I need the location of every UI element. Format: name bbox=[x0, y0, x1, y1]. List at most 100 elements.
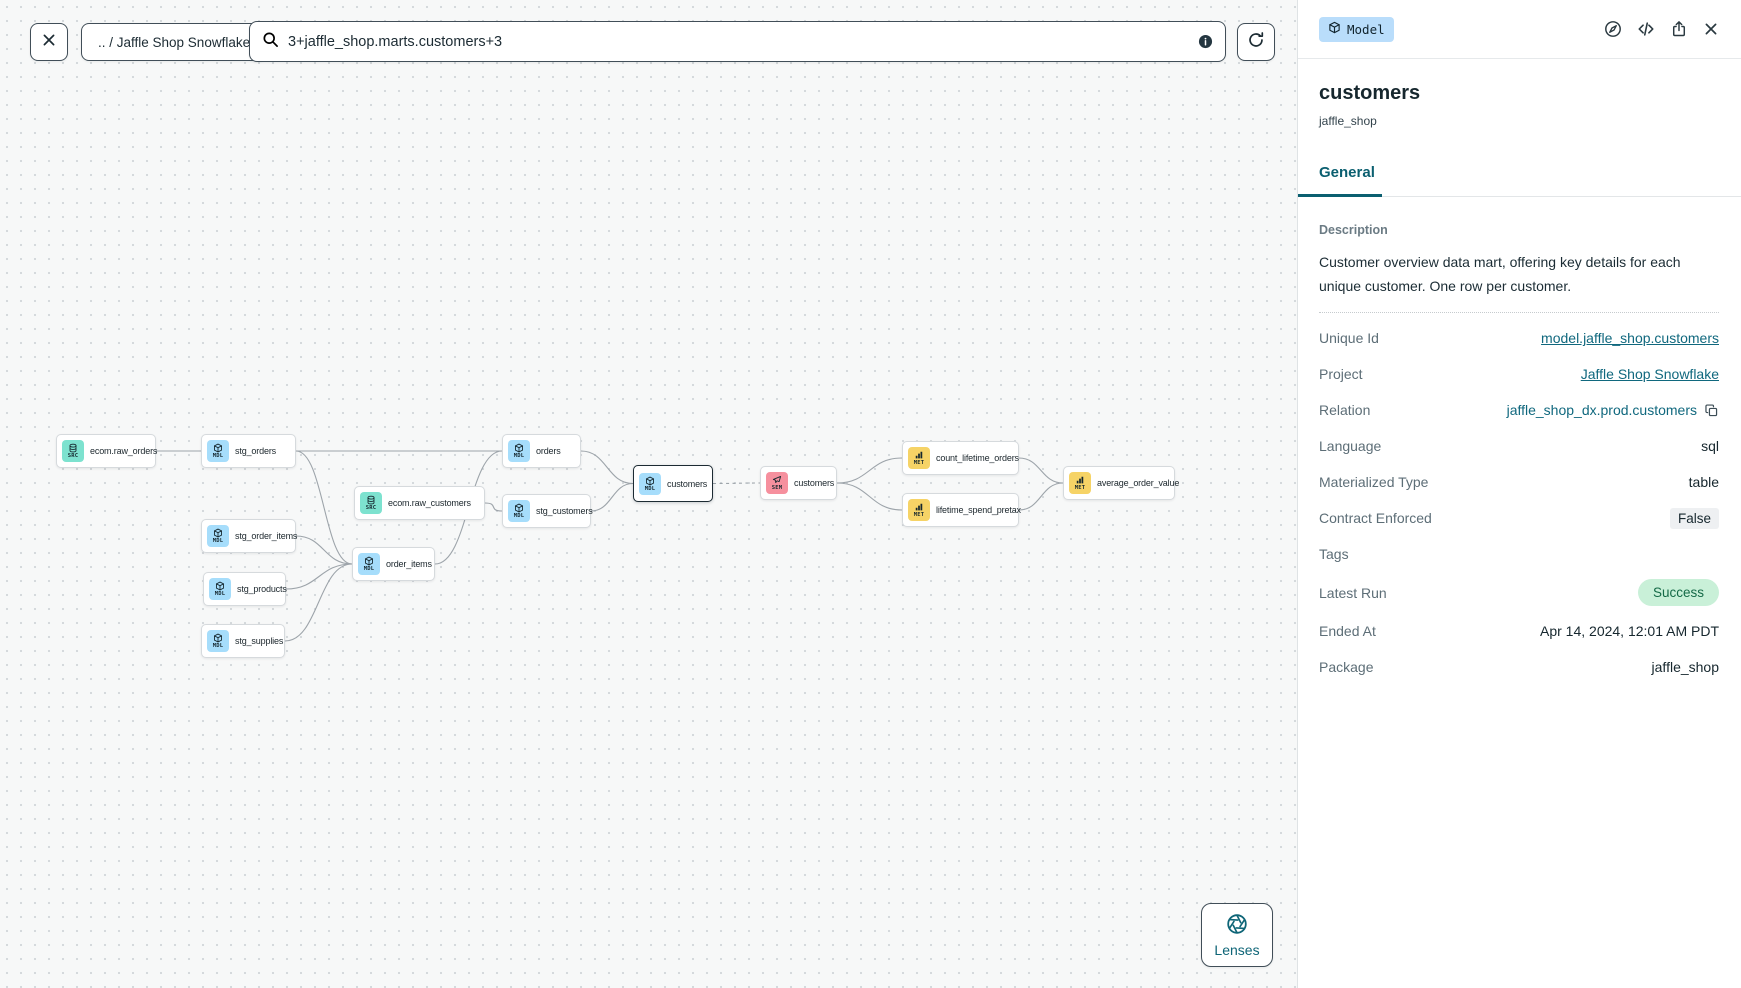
field-label: Latest Run bbox=[1319, 584, 1387, 601]
graph-node-order_items[interactable]: MDL order_items bbox=[352, 547, 435, 581]
tab-general[interactable]: General bbox=[1319, 164, 1375, 181]
search-icon bbox=[262, 31, 279, 53]
field-value: jaffle_shop bbox=[1651, 659, 1719, 675]
node-label: order_items bbox=[386, 559, 432, 569]
cube-icon: MDL bbox=[639, 472, 661, 495]
megaphone-icon: SEM bbox=[766, 472, 788, 494]
field-row-tags: Tags bbox=[1319, 536, 1719, 572]
field-value: Apr 14, 2024, 12:01 AM PDT bbox=[1540, 623, 1719, 639]
node-label: stg_orders bbox=[235, 446, 277, 456]
field-label: Language bbox=[1319, 438, 1382, 454]
field-row-unique-id: Unique Id model.jaffle_shop.customers bbox=[1319, 320, 1719, 356]
field-value: sql bbox=[1701, 438, 1719, 454]
field-label: Relation bbox=[1319, 402, 1371, 418]
lineage-edge bbox=[836, 482, 903, 511]
node-label: count_lifetime_orders bbox=[936, 453, 1019, 463]
search-input[interactable] bbox=[288, 33, 1198, 50]
close-icon[interactable] bbox=[1703, 21, 1719, 37]
field-row-relation: Relation jaffle_shop_dx.prod.customers bbox=[1319, 392, 1719, 428]
lenses-label: Lenses bbox=[1214, 941, 1260, 958]
page-subtitle: jaffle_shop bbox=[1319, 114, 1377, 128]
close-icon bbox=[41, 32, 57, 53]
graph-node-stg_products[interactable]: MDL stg_products bbox=[203, 572, 287, 606]
field-link-relation[interactable]: jaffle_shop_dx.prod.customers bbox=[1506, 402, 1697, 418]
lineage-edge bbox=[284, 563, 353, 642]
description-text: Customer overview data mart, offering ke… bbox=[1319, 254, 1681, 294]
field-label: Materialized Type bbox=[1319, 474, 1429, 490]
node-label: average_order_value bbox=[1097, 478, 1180, 488]
search-bar bbox=[249, 21, 1226, 62]
node-label: stg_products bbox=[237, 584, 287, 594]
field-label: Ended At bbox=[1319, 623, 1376, 639]
node-label: stg_order_items bbox=[235, 531, 298, 541]
lenses-button[interactable]: Lenses bbox=[1201, 903, 1273, 967]
close-lineage-button[interactable] bbox=[30, 23, 68, 61]
field-label: Package bbox=[1319, 659, 1374, 675]
copy-icon[interactable] bbox=[1704, 403, 1719, 418]
lineage-edge bbox=[295, 535, 353, 565]
node-label: customers bbox=[794, 478, 835, 488]
node-label: orders bbox=[536, 446, 561, 456]
field-row-project: Project Jaffle Shop Snowflake bbox=[1319, 356, 1719, 392]
cube-icon: MDL bbox=[207, 440, 229, 462]
bar-chart-icon: MET bbox=[1069, 472, 1091, 494]
field-link-project[interactable]: Jaffle Shop Snowflake bbox=[1580, 366, 1719, 382]
lineage-edge bbox=[1018, 482, 1064, 511]
graph-node-customers_sem[interactable]: SEM customers bbox=[760, 466, 837, 500]
share-icon[interactable] bbox=[1670, 20, 1688, 38]
tab-strip: General bbox=[1298, 164, 1741, 197]
field-row-package: Package jaffle_shop bbox=[1319, 649, 1719, 685]
breadcrumb-label: .. / Jaffle Shop Snowflake bbox=[98, 34, 251, 50]
status-badge: Success bbox=[1637, 579, 1719, 606]
field-row-language: Language sql bbox=[1319, 428, 1719, 464]
graph-node-count_lifetime_orders[interactable]: MET count_lifetime_orders bbox=[902, 441, 1019, 475]
field-row-materialized-type: Materialized Type table bbox=[1319, 464, 1719, 500]
lineage-edge bbox=[285, 563, 353, 590]
field-value: table bbox=[1688, 474, 1719, 490]
badge-label: Model bbox=[1347, 21, 1385, 37]
node-label: stg_supplies bbox=[235, 636, 284, 646]
lineage-edge bbox=[295, 450, 353, 565]
resource-type-badge: Model bbox=[1319, 16, 1394, 42]
info-icon[interactable] bbox=[1198, 34, 1213, 49]
active-tab-indicator bbox=[1298, 194, 1382, 197]
code-icon[interactable] bbox=[1637, 20, 1655, 38]
bar-chart-icon: MET bbox=[908, 447, 930, 469]
lineage-edge bbox=[836, 457, 903, 484]
field-label: Contract Enforced bbox=[1319, 510, 1432, 526]
cube-icon: MDL bbox=[209, 578, 231, 600]
field-label: Tags bbox=[1319, 546, 1349, 562]
graph-node-stg_supplies[interactable]: MDL stg_supplies bbox=[201, 624, 285, 658]
field-link-unique-id[interactable]: model.jaffle_shop.customers bbox=[1541, 330, 1719, 346]
graph-node-average_order_value[interactable]: MET average_order_value bbox=[1063, 466, 1179, 500]
compass-icon[interactable] bbox=[1604, 20, 1622, 38]
lineage-edge bbox=[712, 482, 761, 485]
cube-icon: MDL bbox=[207, 630, 229, 652]
breadcrumb[interactable]: .. / Jaffle Shop Snowflake bbox=[81, 23, 268, 61]
panel-header: Model bbox=[1298, 0, 1741, 59]
field-row-ended-at: Ended At Apr 14, 2024, 12:01 AM PDT bbox=[1319, 613, 1719, 649]
field-label: Project bbox=[1319, 366, 1363, 382]
cube-icon: MDL bbox=[358, 553, 380, 575]
refresh-button[interactable] bbox=[1237, 23, 1275, 61]
refresh-icon bbox=[1247, 31, 1265, 54]
lineage-edge bbox=[1018, 457, 1064, 484]
lineage-edge bbox=[590, 482, 634, 512]
field-label: Unique Id bbox=[1319, 330, 1379, 346]
aperture-icon bbox=[1226, 913, 1248, 938]
graph-node-stg_orders[interactable]: MDL stg_orders bbox=[201, 434, 296, 468]
database-icon: SRC bbox=[360, 492, 382, 514]
field-row-latest-run: Latest Run Success bbox=[1319, 572, 1719, 613]
description-heading: Description bbox=[1319, 223, 1388, 237]
node-label: lifetime_spend_pretax bbox=[936, 505, 1021, 515]
